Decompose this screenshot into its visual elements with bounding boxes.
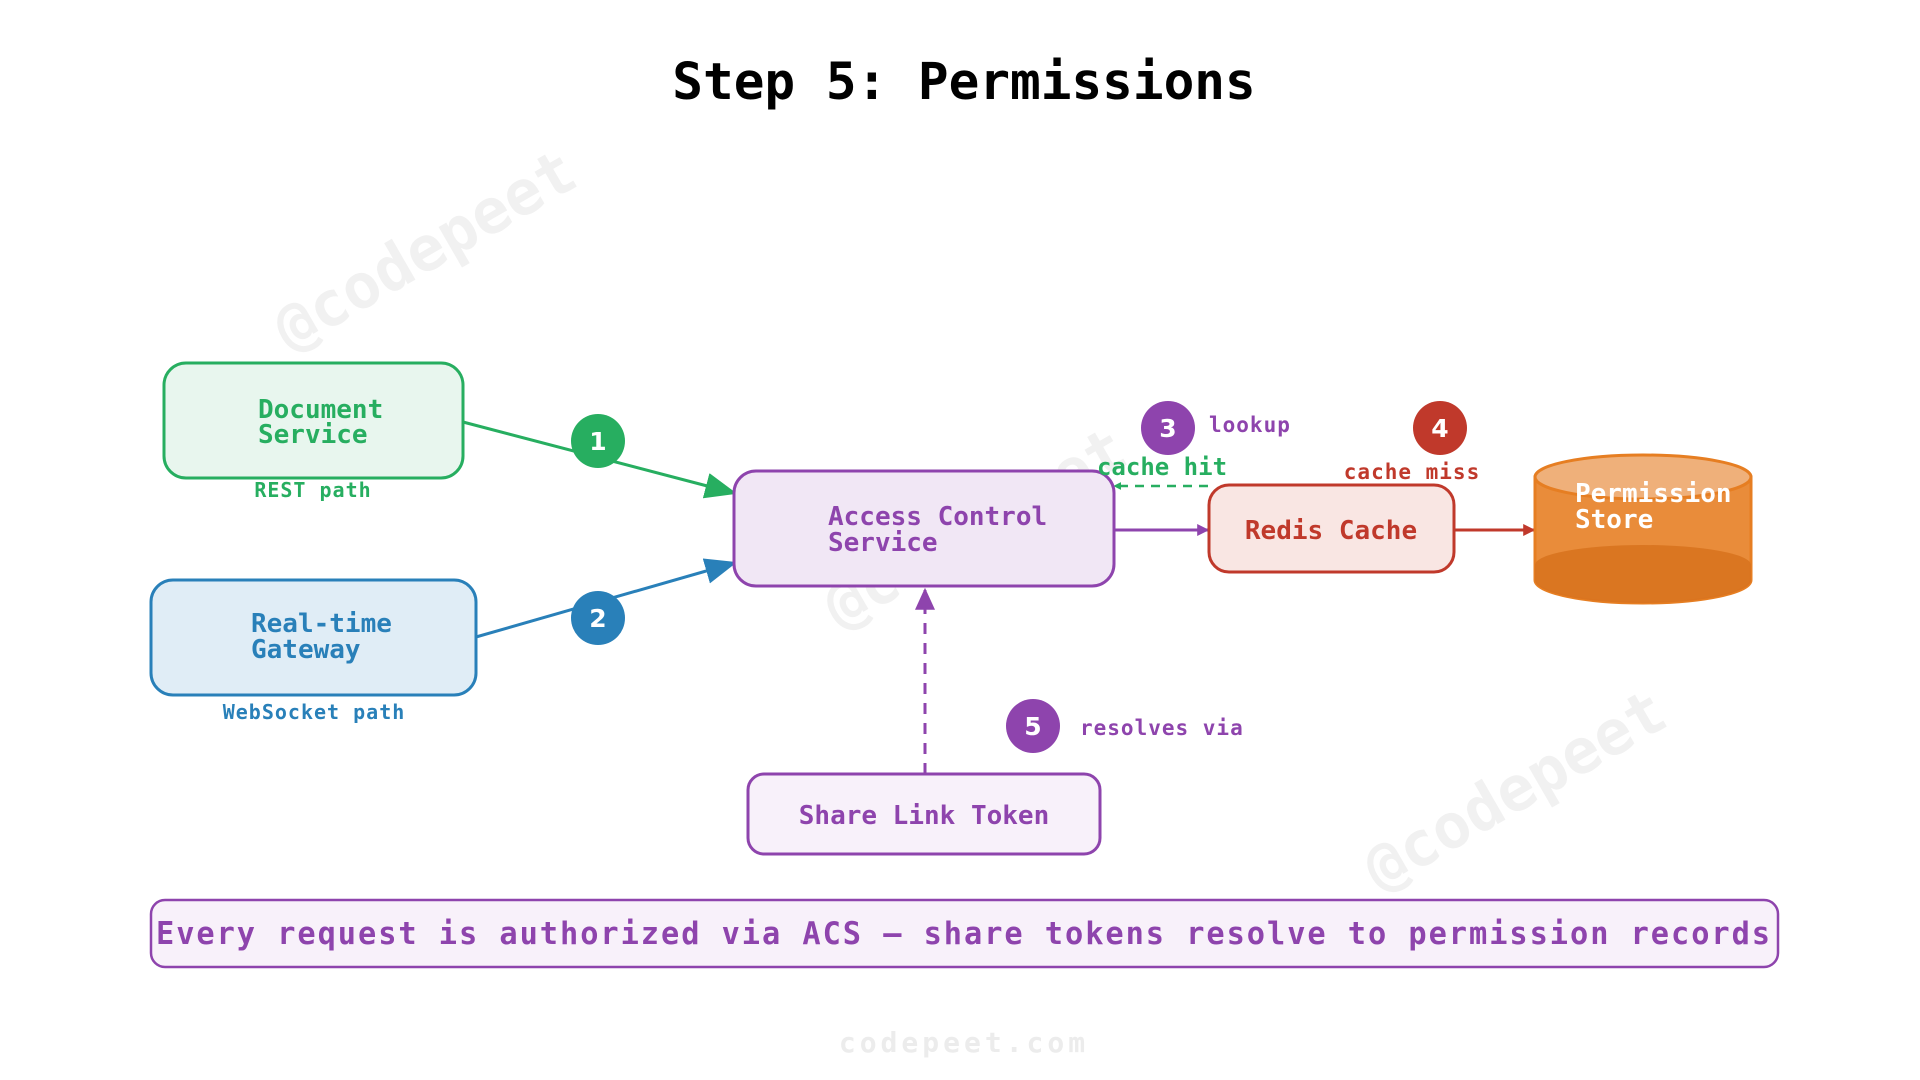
page-title: Step 5: Permissions — [672, 53, 1255, 112]
watermark-left: @codepeet — [261, 134, 588, 365]
document-service-line1: Document — [258, 395, 383, 425]
share-link-token-label: Share Link Token — [799, 801, 1049, 831]
svg-text:2: 2 — [589, 604, 606, 633]
permission-store-line1: Permission — [1575, 479, 1732, 509]
node-realtime-gateway[interactable]: Real-time Gateway — [149, 578, 478, 697]
node-access-control-service[interactable]: Access Control Service — [732, 469, 1116, 588]
realtime-gateway-caption: WebSocket path — [223, 700, 406, 724]
svg-text:3: 3 — [1159, 414, 1176, 443]
document-service-line2: Service — [258, 420, 368, 450]
step-badge-1: 1 — [571, 414, 625, 468]
step-badge-2: 2 — [571, 591, 625, 645]
svg-text:4: 4 — [1431, 414, 1448, 443]
step-badge-5: 5 — [1006, 699, 1060, 753]
svg-text:1: 1 — [589, 427, 606, 456]
realtime-gateway-line1: Real-time — [251, 609, 392, 639]
step-5-label: resolves via — [1080, 716, 1244, 740]
node-redis-cache[interactable]: Redis Cache — [1207, 483, 1456, 574]
permission-store-line2: Store — [1575, 505, 1653, 535]
step-3-label: lookup — [1209, 413, 1291, 437]
step-badge-4: 4 — [1413, 401, 1467, 455]
realtime-gateway-line2: Gateway — [251, 635, 361, 665]
access-control-line1: Access Control — [828, 502, 1047, 532]
summary-note-text: Every request is authorized via ACS — sh… — [156, 916, 1772, 952]
cache-miss-label: cache miss — [1344, 460, 1480, 484]
footer-site: codepeet.com — [839, 1026, 1089, 1059]
step-badge-3: 3 — [1141, 401, 1195, 455]
node-share-link-token[interactable]: Share Link Token — [746, 772, 1102, 856]
access-control-line2: Service — [828, 528, 938, 558]
watermark-right: @codepeet — [1351, 674, 1678, 905]
cache-hit-label: cache hit — [1097, 453, 1227, 481]
document-service-caption: REST path — [254, 478, 371, 502]
node-permission-store[interactable]: Permission Store — [1533, 453, 1753, 605]
svg-text:5: 5 — [1024, 712, 1041, 741]
node-document-service[interactable]: Document Service — [162, 361, 465, 480]
summary-note: Every request is authorized via ACS — sh… — [149, 898, 1780, 969]
redis-cache-label: Redis Cache — [1245, 516, 1417, 546]
